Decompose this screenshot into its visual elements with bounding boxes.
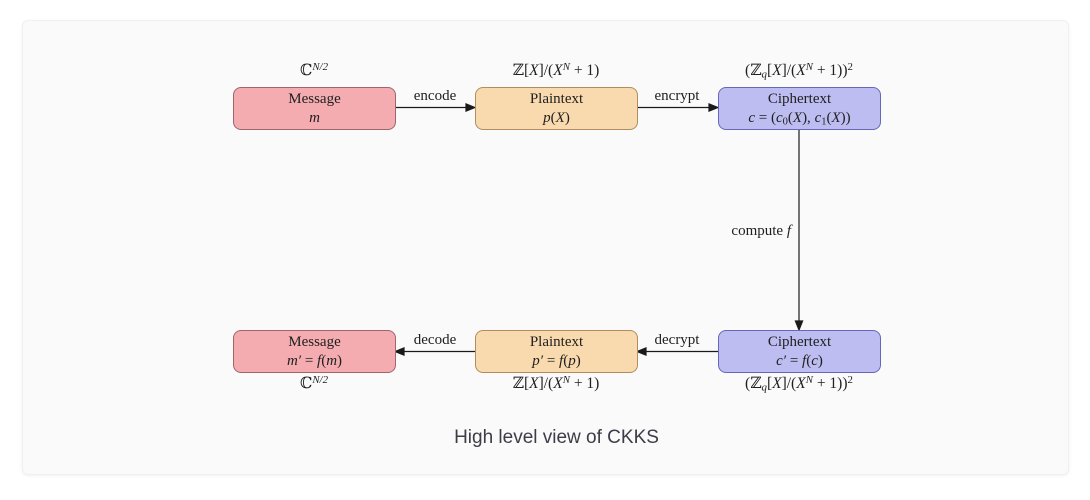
node-math: p(X) xyxy=(543,109,570,126)
node-title: Ciphertext xyxy=(767,90,832,107)
message-bottom-box: Message m′ = f(m) xyxy=(233,330,396,373)
plaintext-bottom-box: Plaintext p′ = f(p) xyxy=(475,330,638,373)
node-math: c′ = f(c) xyxy=(776,352,823,369)
node-math: m xyxy=(309,109,320,126)
node-math: p′ = f(p) xyxy=(532,352,581,369)
edge-label-encode: encode xyxy=(413,88,457,104)
node-title: Plaintext xyxy=(529,333,584,350)
domain-label-ciphertext-bottom: (ℤq[X]/(XN + 1))2 xyxy=(745,374,853,394)
node-math: c = (c0(X), c1(X)) xyxy=(748,109,851,128)
node-title: Ciphertext xyxy=(767,333,832,350)
node-math: m′ = f(m) xyxy=(286,352,343,369)
node-title: Plaintext xyxy=(529,90,584,107)
edge-label-decrypt: decrypt xyxy=(654,332,700,348)
diagram-title: High level view of CKKS xyxy=(454,427,659,448)
ciphertext-bottom-box: Ciphertext c′ = f(c) xyxy=(718,330,881,373)
message-top-box: Message m xyxy=(233,87,396,130)
edge-label-compute-f: compute f xyxy=(731,223,791,239)
node-title: Message xyxy=(288,333,341,350)
domain-label-plaintext-bottom: ℤ[X]/(XN + 1) xyxy=(512,374,600,392)
domain-label-message-bottom: ℂN/2 xyxy=(299,374,328,392)
domain-label-message-top: ℂN/2 xyxy=(299,61,328,79)
node-title: Message xyxy=(288,90,341,107)
edge-label-encrypt: encrypt xyxy=(654,88,700,104)
plaintext-top-box: Plaintext p(X) xyxy=(475,87,638,130)
domain-label-ciphertext-top: (ℤq[X]/(XN + 1))2 xyxy=(745,61,853,81)
ciphertext-top-box: Ciphertext c = (c0(X), c1(X)) xyxy=(718,87,881,130)
domain-label-plaintext-top: ℤ[X]/(XN + 1) xyxy=(512,61,600,79)
edge-label-decode: decode xyxy=(413,332,457,348)
